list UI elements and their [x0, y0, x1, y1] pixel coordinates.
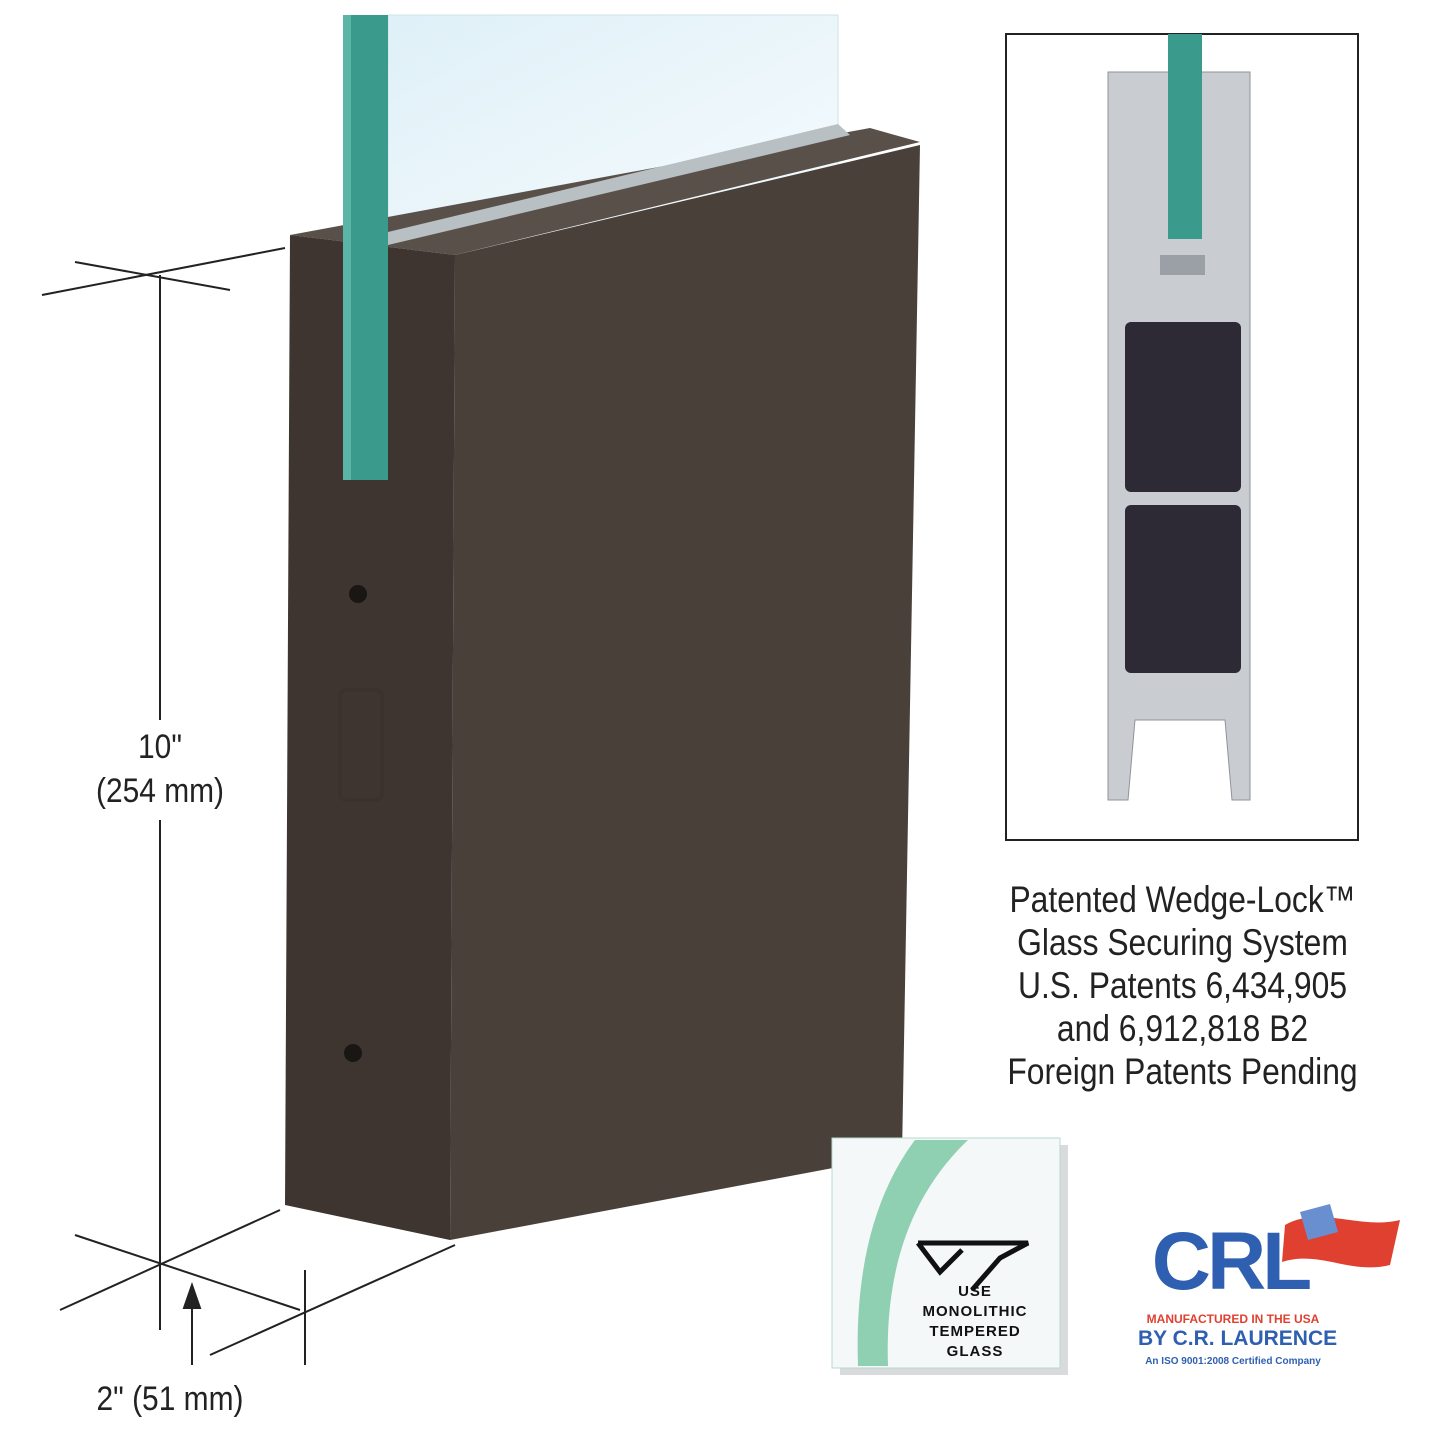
badge-line: MONOLITHIC	[922, 1303, 1028, 1320]
clamp-side	[285, 235, 455, 1240]
badge-line: GLASS	[946, 1343, 1004, 1360]
glass-logo-icon	[916, 1240, 1030, 1292]
screw-icon	[344, 1044, 362, 1062]
caption-line: and 6,912,818 B2	[1056, 1008, 1309, 1049]
crl-certification: An ISO 9001:2008 Certified Company	[1145, 1356, 1321, 1367]
badge-line: TEMPERED	[929, 1323, 1021, 1340]
crl-brand: CRL	[1151, 1216, 1313, 1307]
caption-line: Patented Wedge-Lock™	[1009, 879, 1356, 920]
depth-dimension: 2" (51 mm)	[96, 1380, 244, 1418]
patent-caption: Patented Wedge-Lock™ Glass Securing Syst…	[1004, 878, 1361, 1093]
badge-line: USE	[958, 1283, 992, 1300]
crl-company: BY C.R. LAURENCE	[1138, 1327, 1338, 1350]
crl-logo	[1282, 1204, 1400, 1268]
height-dimension-in: 10"	[138, 728, 182, 766]
clamp-front	[450, 145, 920, 1240]
screw-icon	[349, 585, 367, 603]
cross-section-profile	[1107, 34, 1251, 801]
caption-line: Foreign Patents Pending	[1007, 1051, 1358, 1092]
crl-tagline: MANUFACTURED IN THE USA	[1146, 1312, 1320, 1326]
crl-emboss-icon	[338, 688, 384, 802]
dimension-lines	[41, 247, 456, 1365]
height-dimension-mm: (254 mm)	[95, 772, 225, 810]
caption-line: Glass Securing System	[1017, 922, 1348, 963]
caption-line: U.S. Patents 6,434,905	[1017, 965, 1348, 1006]
glass-badge-text: USE MONOLITHIC TEMPERED GLASS	[905, 1282, 1045, 1362]
